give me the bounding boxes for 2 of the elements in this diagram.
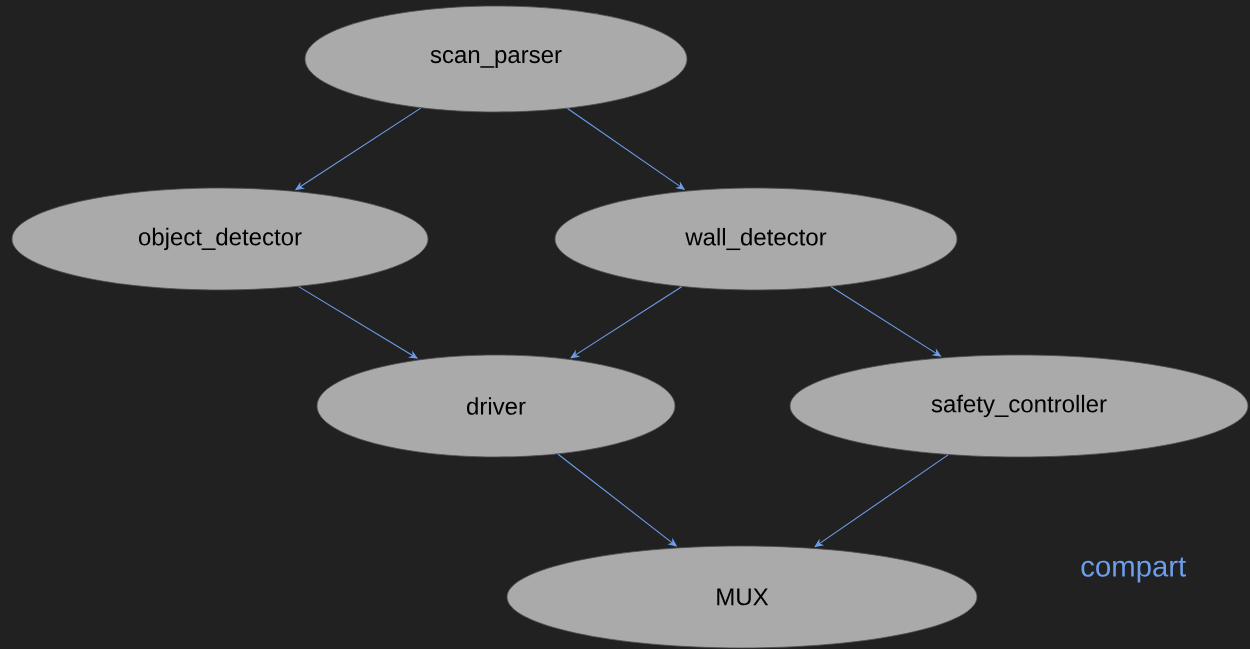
arrow [570,286,683,359]
label-text: compart [1081,557,1186,583]
